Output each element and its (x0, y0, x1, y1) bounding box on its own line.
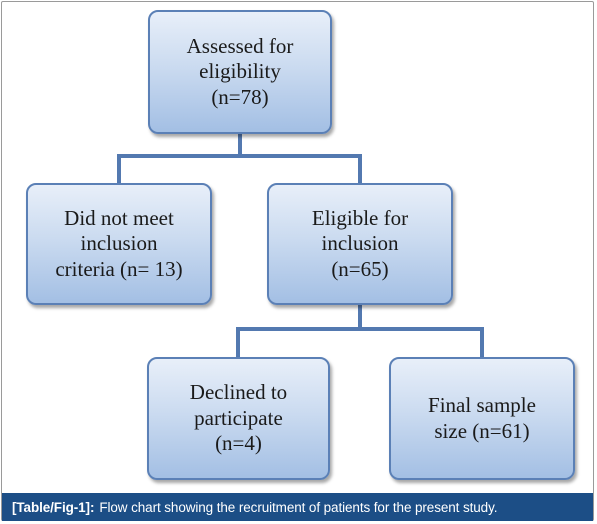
node-final-sample-size: Final sample size (n=61) (389, 357, 575, 480)
node-declined-to-participate: Declined to participate (n=4) (147, 357, 330, 480)
caption-label: [Table/Fig-1]: (12, 499, 95, 515)
node-eligible-for-inclusion: Eligible for inclusion (n=65) (267, 183, 453, 305)
node-final-label: Final sample size (n=61) (428, 392, 536, 443)
node-assessed-for-eligibility: Assessed for eligibility (n=78) (148, 10, 332, 134)
node-excluded-label: Did not meet inclusion criteria (n= 13) (55, 205, 183, 281)
node-did-not-meet-criteria: Did not meet inclusion criteria (n= 13) (26, 183, 212, 305)
caption-text: Flow chart showing the recruitment of pa… (99, 499, 498, 515)
figure-caption: [Table/Fig-1]: Flow chart showing the re… (2, 493, 593, 521)
node-eligible-label: Eligible for inclusion (n=65) (311, 205, 409, 281)
node-declined-label: Declined to participate (n=4) (189, 380, 288, 456)
node-assessed-label: Assessed for eligibility (n=78) (186, 33, 294, 109)
